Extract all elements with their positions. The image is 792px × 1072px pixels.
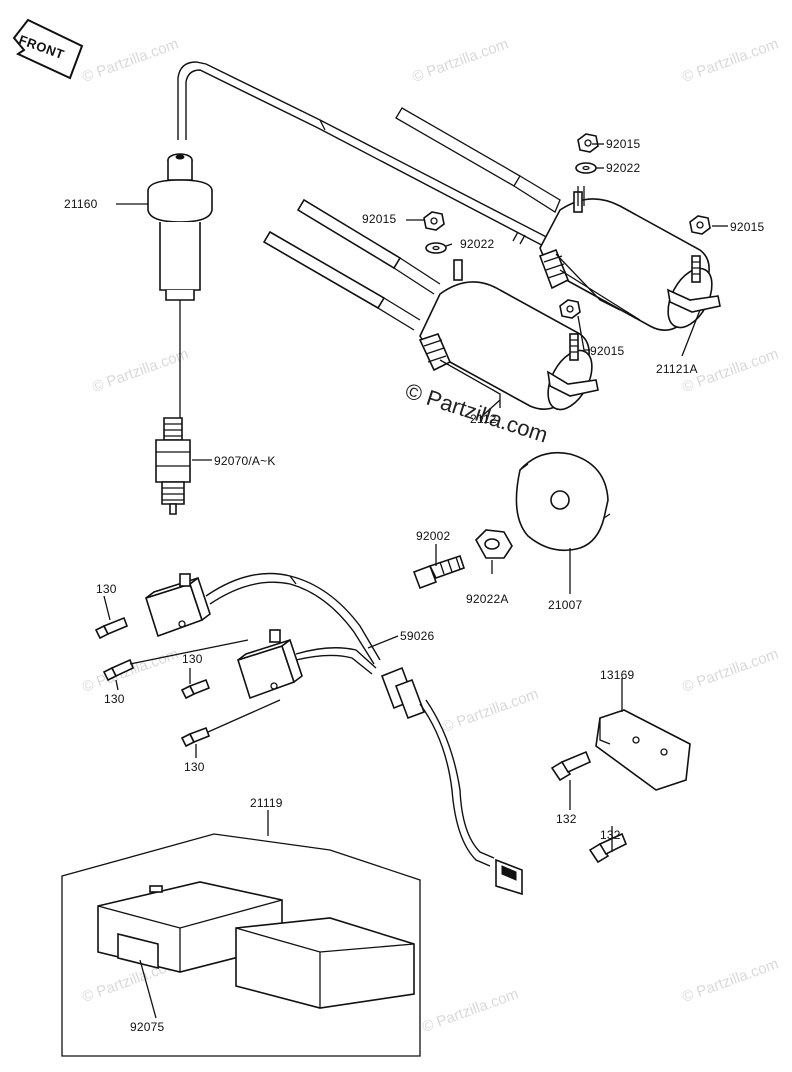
callout-92002[interactable]: 92002 xyxy=(416,529,451,543)
ignition-cable xyxy=(177,61,561,253)
callout-132[interactable]: 132 xyxy=(600,828,621,842)
callout-92022a[interactable]: 92022A xyxy=(466,592,509,606)
igniter-unit-lower xyxy=(236,629,303,700)
callout-92075[interactable]: 92075 xyxy=(130,1020,165,1034)
nut-92015-right xyxy=(689,215,711,235)
spark-plug-cap xyxy=(147,153,213,420)
spark-plug xyxy=(155,417,191,515)
callout-92022[interactable]: 92022 xyxy=(460,237,495,251)
callout-92015[interactable]: 92015 xyxy=(730,220,765,234)
ignition-coil-front xyxy=(262,198,599,411)
coil-stud xyxy=(577,186,585,206)
callout-21121a[interactable]: 21121A xyxy=(656,362,698,376)
callout-130[interactable]: 130 xyxy=(182,652,203,666)
callout-130[interactable]: 130 xyxy=(184,760,205,774)
wire-harness xyxy=(205,572,523,896)
callout-21007[interactable]: 21007 xyxy=(548,598,583,612)
front-arrow-icon xyxy=(12,18,84,80)
nut-92015-mid xyxy=(423,211,445,231)
bracket xyxy=(595,709,691,791)
screw-130-b xyxy=(102,658,135,682)
bolt-132-b xyxy=(588,832,628,864)
callout-2112[interactable]: 2112 xyxy=(470,412,497,426)
assembly-line xyxy=(129,639,249,665)
washer-92022-mid xyxy=(425,242,447,254)
callout-130[interactable]: 130 xyxy=(104,692,125,706)
callout-92022[interactable]: 92022 xyxy=(606,161,641,175)
callout-21160[interactable]: 21160 xyxy=(64,197,98,211)
nut-92022a xyxy=(475,529,513,559)
screw-130-a xyxy=(94,616,129,640)
screw-130-d xyxy=(180,726,211,748)
igniter-unit-upper xyxy=(144,573,211,638)
bolt-132-a xyxy=(550,750,592,782)
callout-92015[interactable]: 92015 xyxy=(362,212,397,226)
leader-lines xyxy=(103,143,728,1019)
nut-92015-lower xyxy=(559,299,581,319)
ignition-coil-rear xyxy=(395,107,721,331)
callout-21119[interactable]: 21119 xyxy=(250,796,283,810)
timing-plate xyxy=(515,451,611,552)
bolt-92002 xyxy=(412,554,466,590)
callout-92015[interactable]: 92015 xyxy=(590,344,625,358)
callout-13169[interactable]: 13169 xyxy=(600,668,635,682)
cdi-box-group xyxy=(61,833,421,1057)
nut-92015-top xyxy=(577,133,599,153)
callout-92015[interactable]: 92015 xyxy=(606,137,641,151)
callout-130[interactable]: 130 xyxy=(96,582,117,596)
callout-59026[interactable]: 59026 xyxy=(400,629,435,643)
assembly-line xyxy=(207,699,281,733)
washer-92022-top xyxy=(575,162,597,174)
screw-130-c xyxy=(180,678,211,700)
callout-92070[interactable]: 92070/A~K xyxy=(214,454,276,468)
callout-132[interactable]: 132 xyxy=(556,812,577,826)
